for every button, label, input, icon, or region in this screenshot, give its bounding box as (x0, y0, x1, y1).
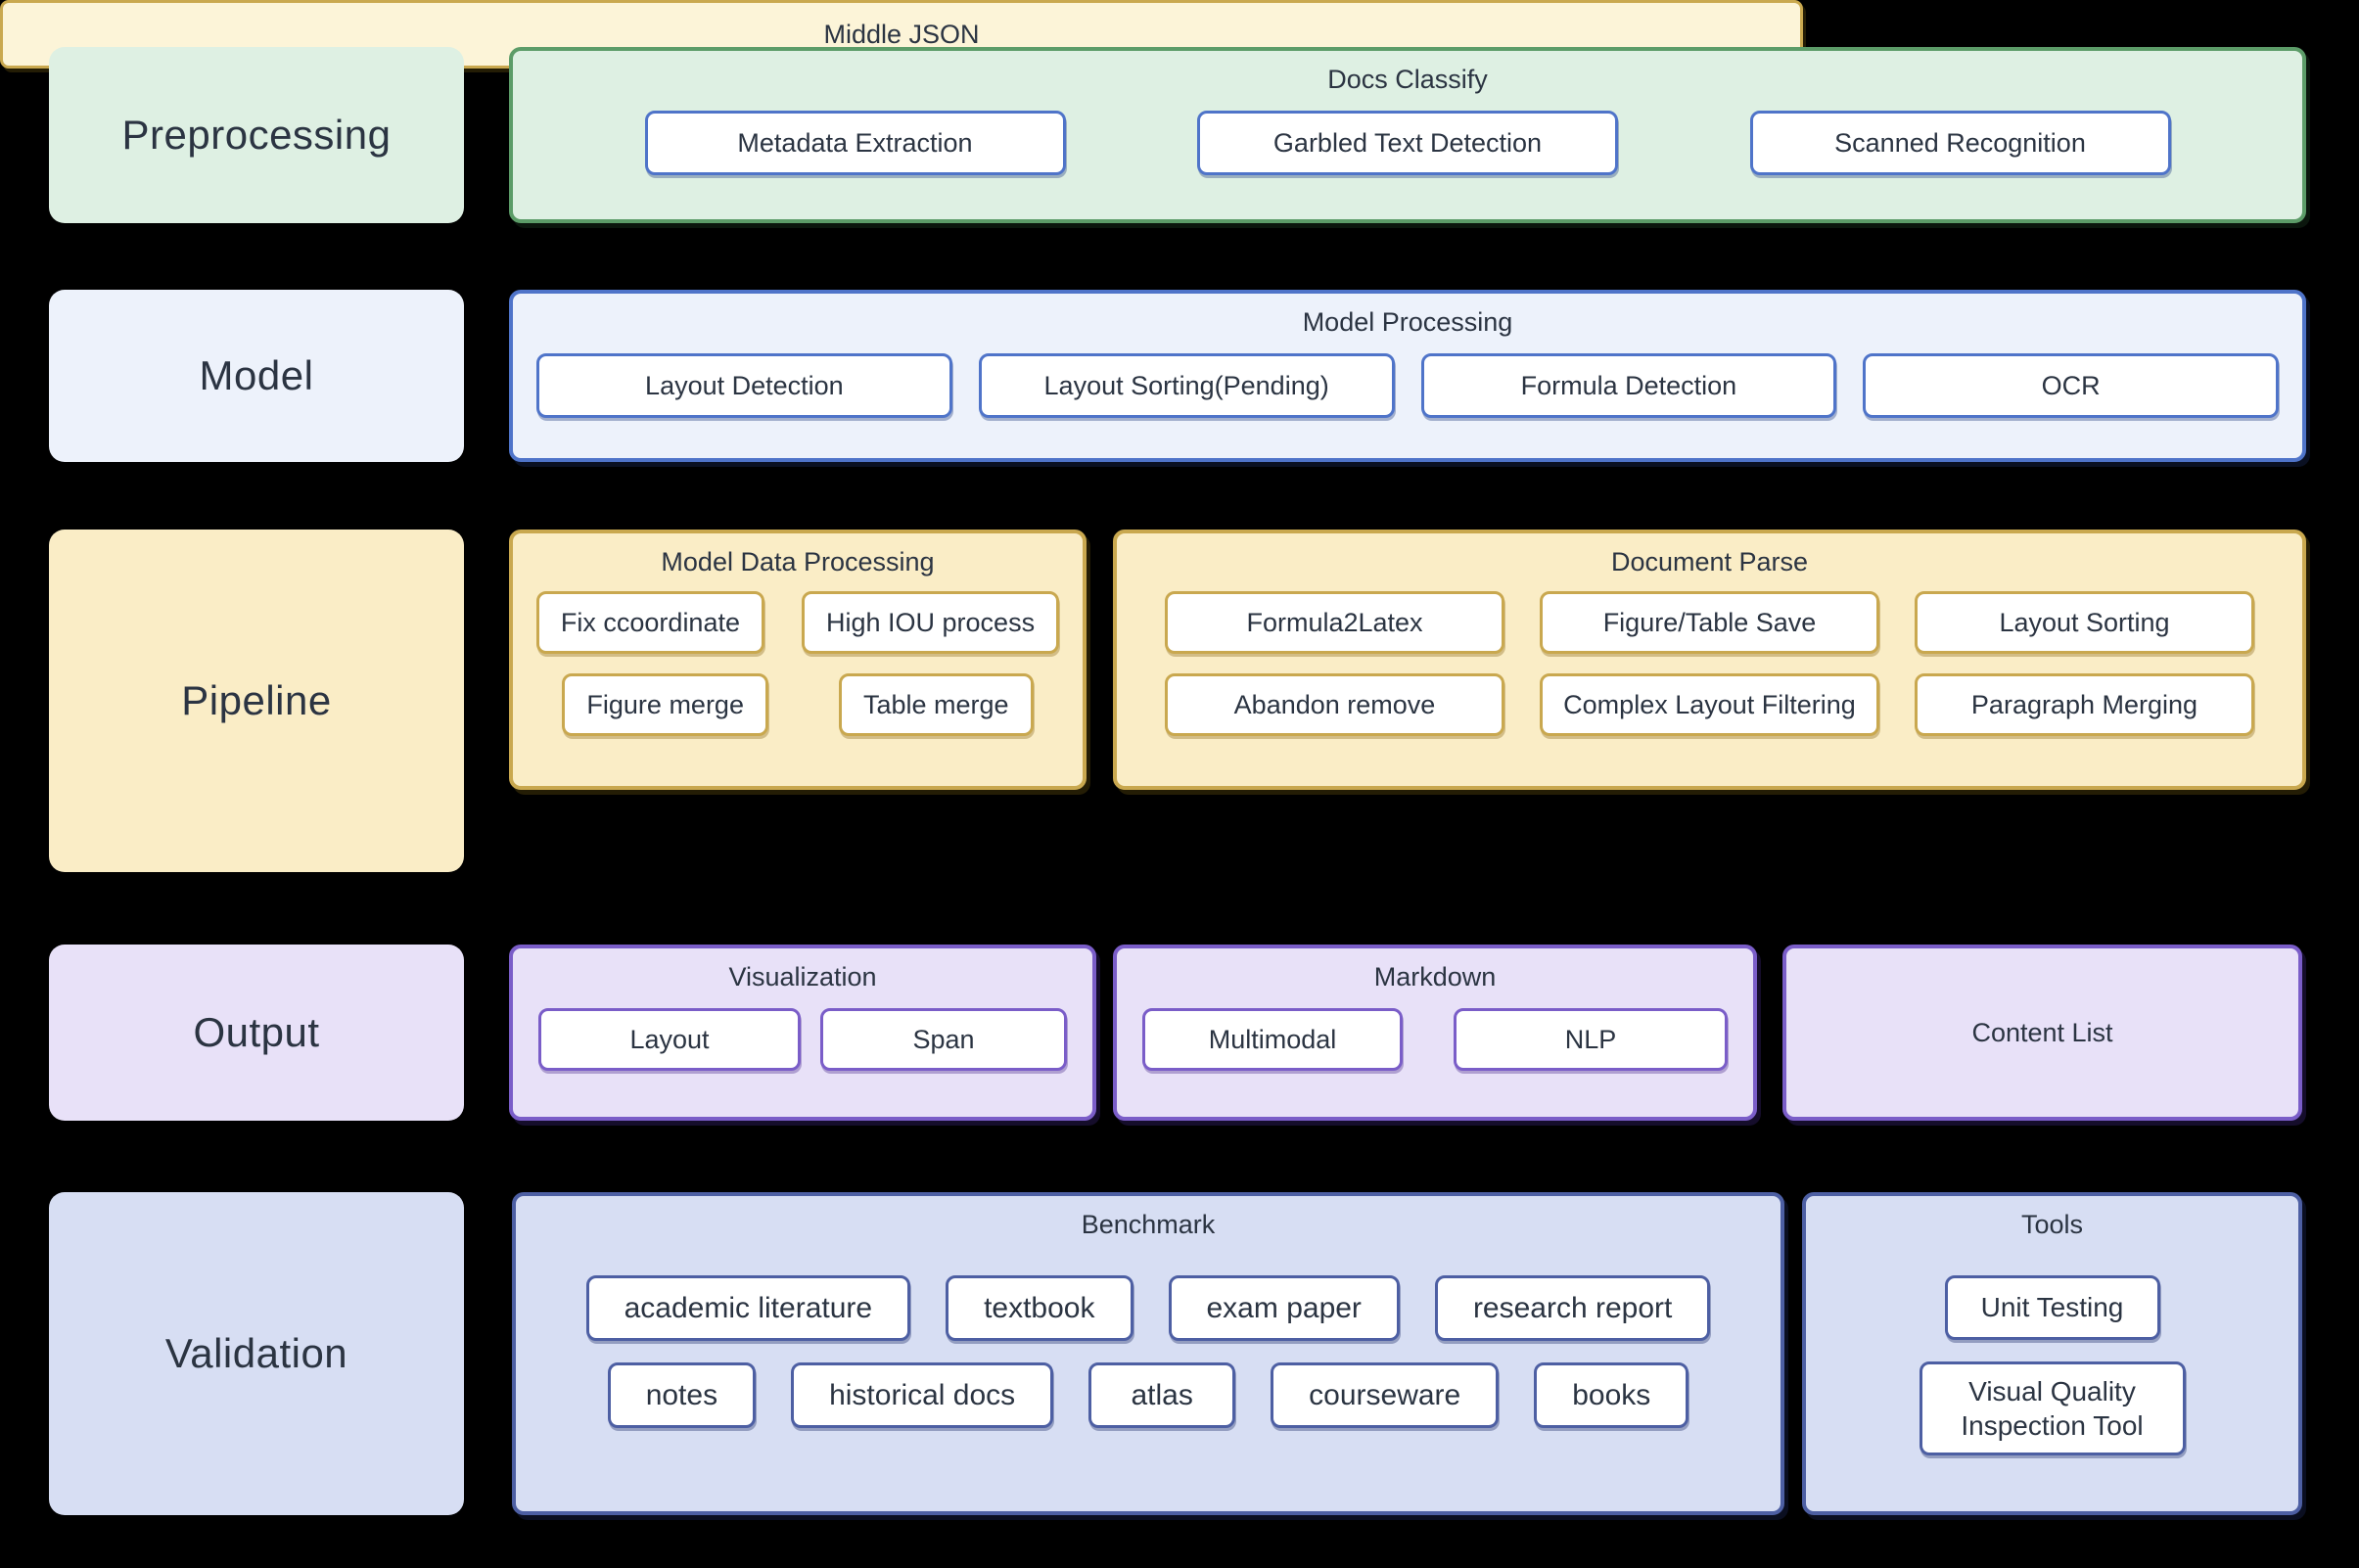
node-figure-merge: Figure merge (562, 673, 768, 736)
stage-label-preprocessing: Preprocessing (49, 47, 464, 223)
group-title-content-list: Content List (1971, 1017, 2113, 1047)
node-paragraph-merging: Paragraph Merging (1915, 673, 2254, 736)
node-textbook: textbook (946, 1275, 1133, 1341)
stage-label-validation: Validation (49, 1192, 464, 1515)
group-title-benchmark: Benchmark (1081, 1210, 1216, 1239)
node-formula2latex: Formula2Latex (1165, 591, 1504, 654)
node-historical-docs: historical docs (791, 1362, 1054, 1428)
group-model-data-processing: Model Data Processing Fix ccoordinate Hi… (509, 530, 1087, 790)
node-complex-layout-filtering: Complex Layout Filtering (1540, 673, 1879, 736)
group-title-model-processing: Model Processing (1302, 307, 1513, 337)
node-garbled-text-detection: Garbled Text Detection (1197, 111, 1618, 175)
group-title-document-parse: Document Parse (1610, 547, 1809, 576)
node-multimodal: Multimodal (1142, 1008, 1403, 1071)
node-exam-paper: exam paper (1168, 1275, 1400, 1341)
node-courseware: courseware (1271, 1362, 1500, 1428)
node-books: books (1534, 1362, 1689, 1428)
group-title-visualization: Visualization (728, 962, 877, 992)
group-title-tools: Tools (2020, 1210, 2084, 1239)
node-research-report: research report (1434, 1275, 1711, 1341)
node-fix-ccoordinate: Fix ccoordinate (535, 591, 764, 654)
group-visualization: Visualization Layout Span (509, 945, 1096, 1121)
node-figure-table-save: Figure/Table Save (1540, 591, 1879, 654)
group-tools: Tools Unit Testing Visual Quality Inspec… (1802, 1192, 2302, 1515)
stage-label-output: Output (49, 945, 464, 1121)
node-metadata-extraction: Metadata Extraction (644, 111, 1066, 175)
node-span: Span (820, 1008, 1067, 1071)
node-layout: Layout (538, 1008, 801, 1071)
node-abandon-remove: Abandon remove (1165, 673, 1504, 736)
node-scanned-recognition: Scanned Recognition (1749, 111, 2171, 175)
stage-label-model: Model (49, 290, 464, 462)
node-atlas: atlas (1088, 1362, 1236, 1428)
node-nlp: NLP (1454, 1008, 1728, 1071)
group-document-parse: Document Parse Formula2Latex Figure/Tabl… (1113, 530, 2306, 790)
group-content-list: Content List (1782, 945, 2302, 1121)
group-title-docs-classify: Docs Classify (1327, 65, 1488, 94)
group-docs-classify: Docs Classify Metadata Extraction Garble… (509, 47, 2306, 223)
node-layout-detection: Layout Detection (536, 353, 952, 418)
node-table-merge: Table merge (838, 673, 1034, 736)
node-academic-literature: academic literature (585, 1275, 911, 1341)
node-notes: notes (607, 1362, 757, 1428)
node-formula-detection: Formula Detection (1420, 353, 1837, 418)
node-layout-sorting: Layout Sorting (1915, 591, 2254, 654)
stage-label-pipeline: Pipeline (49, 530, 464, 872)
group-title-markdown: Markdown (1373, 962, 1497, 992)
group-markdown: Markdown Multimodal NLP (1113, 945, 1757, 1121)
node-visual-quality-inspection-tool: Visual Quality Inspection Tool (1919, 1361, 2186, 1455)
group-title-model-data-processing: Model Data Processing (661, 547, 935, 576)
node-high-iou-process: High IOU process (802, 591, 1060, 654)
node-ocr: OCR (1863, 353, 2279, 418)
group-benchmark: Benchmark academic literature textbook e… (512, 1192, 1784, 1515)
group-model-processing: Model Processing Layout Detection Layout… (509, 290, 2306, 462)
node-layout-sorting-pending: Layout Sorting(Pending) (978, 353, 1395, 418)
node-unit-testing: Unit Testing (1944, 1275, 2160, 1340)
